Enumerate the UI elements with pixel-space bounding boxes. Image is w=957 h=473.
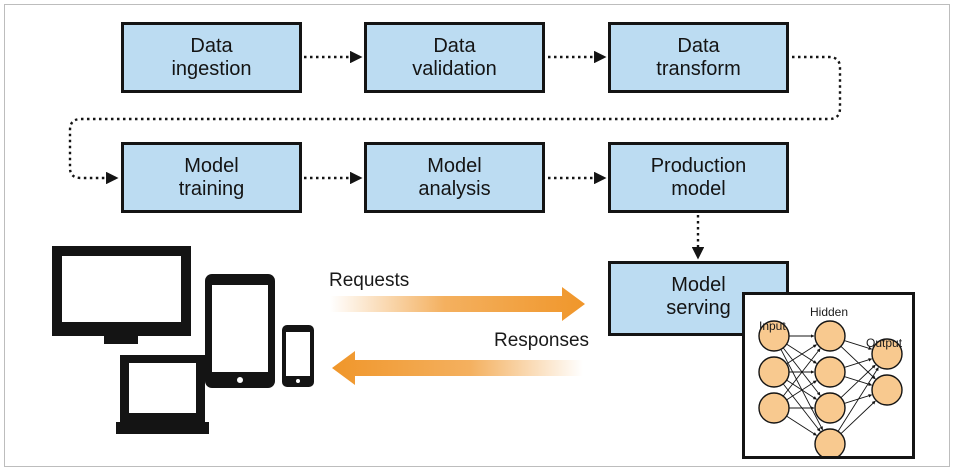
requests-arrow xyxy=(330,287,585,321)
input-neuron-2 xyxy=(758,356,790,388)
neural-network-panel: Input Hidden Output xyxy=(742,292,915,459)
hidden-neuron-4 xyxy=(814,428,846,456)
nn-connection-1-3-1 xyxy=(840,400,876,435)
output-layer-label: Output xyxy=(866,336,903,350)
responses-arrow xyxy=(332,351,583,385)
nn-connection-0-1-0 xyxy=(786,344,817,365)
neural-network-graph xyxy=(758,320,903,456)
data-validation-box: Data validation xyxy=(364,22,545,93)
input-neuron-1 xyxy=(758,320,790,352)
nn-connection-0-2-0 xyxy=(782,348,821,397)
data-ingestion-box: Data ingestion xyxy=(121,22,302,93)
production-model-box: Production model xyxy=(608,142,789,213)
hidden-neuron-2 xyxy=(814,356,846,388)
arrow-transform-to-training xyxy=(68,55,842,185)
nn-connection-0-2-3 xyxy=(786,415,817,436)
output-neuron-1 xyxy=(871,338,903,370)
smartphone-icon xyxy=(282,325,314,387)
desktop-monitor-icon xyxy=(52,246,191,344)
requests-label: Requests xyxy=(329,270,410,291)
nn-connection-0-2-1 xyxy=(786,380,817,401)
hidden-neuron-3 xyxy=(814,392,846,424)
model-analysis-box: Model analysis xyxy=(364,142,545,213)
tablet-icon xyxy=(205,274,275,388)
hidden-neuron-1 xyxy=(814,320,846,352)
nn-connection-1-3-0 xyxy=(837,367,879,432)
data-transform-box: Data transform xyxy=(608,22,789,93)
input-layer-label: Input xyxy=(759,319,786,333)
input-neuron-3 xyxy=(758,392,790,424)
output-neuron-2 xyxy=(871,374,903,406)
nn-connection-0-0-1 xyxy=(786,343,817,364)
model-training-box: Model training xyxy=(121,142,302,213)
nn-connection-1-2-0 xyxy=(840,364,876,399)
hidden-layer-label: Hidden xyxy=(810,305,849,319)
responses-label: Responses xyxy=(494,330,590,351)
nn-connection-1-1-0 xyxy=(844,358,873,368)
figure-frame xyxy=(4,4,950,467)
nn-connection-1-0-0 xyxy=(844,340,873,350)
desktop-computer-icon xyxy=(116,355,209,434)
nn-connection-0-1-2 xyxy=(786,379,817,400)
